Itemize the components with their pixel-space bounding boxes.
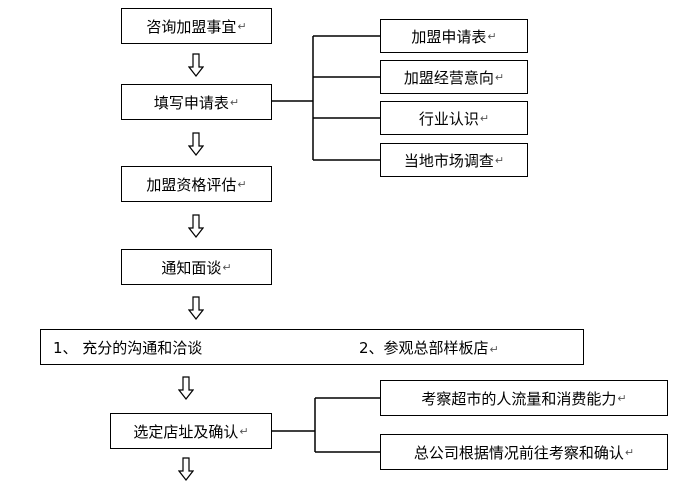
step-consult-label: 咨询加盟事宜	[146, 17, 237, 36]
step-negotiate-label: 1、 充分的沟通和洽谈	[53, 338, 203, 357]
step-select-site-label: 选定店址及确认	[133, 422, 239, 441]
site-criteria-inspection: 总公司根据情况前往考察和确认↵	[380, 434, 668, 470]
down-arrow-icon	[178, 457, 194, 481]
down-arrow-icon	[188, 132, 204, 156]
form-item-market: 当地市场调查↵	[380, 143, 528, 177]
site-criteria-traffic: 考察超市的人流量和消费能力↵	[380, 380, 668, 416]
form-item-application: 加盟申请表↵	[380, 19, 528, 53]
step-fill-form-label: 填写申请表	[153, 93, 229, 112]
form-item-industry: 行业认识↵	[380, 101, 528, 135]
step-select-site: 选定店址及确认↵	[110, 413, 272, 449]
step-fill-form: 填写申请表↵	[121, 84, 272, 120]
down-arrow-icon	[178, 376, 194, 400]
step-notify-label: 通知面谈	[161, 258, 222, 277]
step-negotiate-visit: 1、 充分的沟通和洽谈 2、参观总部样板店↵	[40, 329, 584, 365]
step-evaluate-label: 加盟资格评估	[146, 175, 237, 194]
down-arrow-icon	[188, 296, 204, 320]
form-item-intent: 加盟经营意向↵	[380, 60, 528, 94]
step-notify: 通知面谈↵	[121, 249, 272, 285]
down-arrow-icon	[188, 53, 204, 77]
step-visit-hq-label: 2、参观总部样板店	[359, 338, 489, 357]
step-consult: 咨询加盟事宜↵	[121, 8, 272, 44]
step-evaluate: 加盟资格评估↵	[121, 166, 272, 202]
down-arrow-icon	[188, 214, 204, 238]
